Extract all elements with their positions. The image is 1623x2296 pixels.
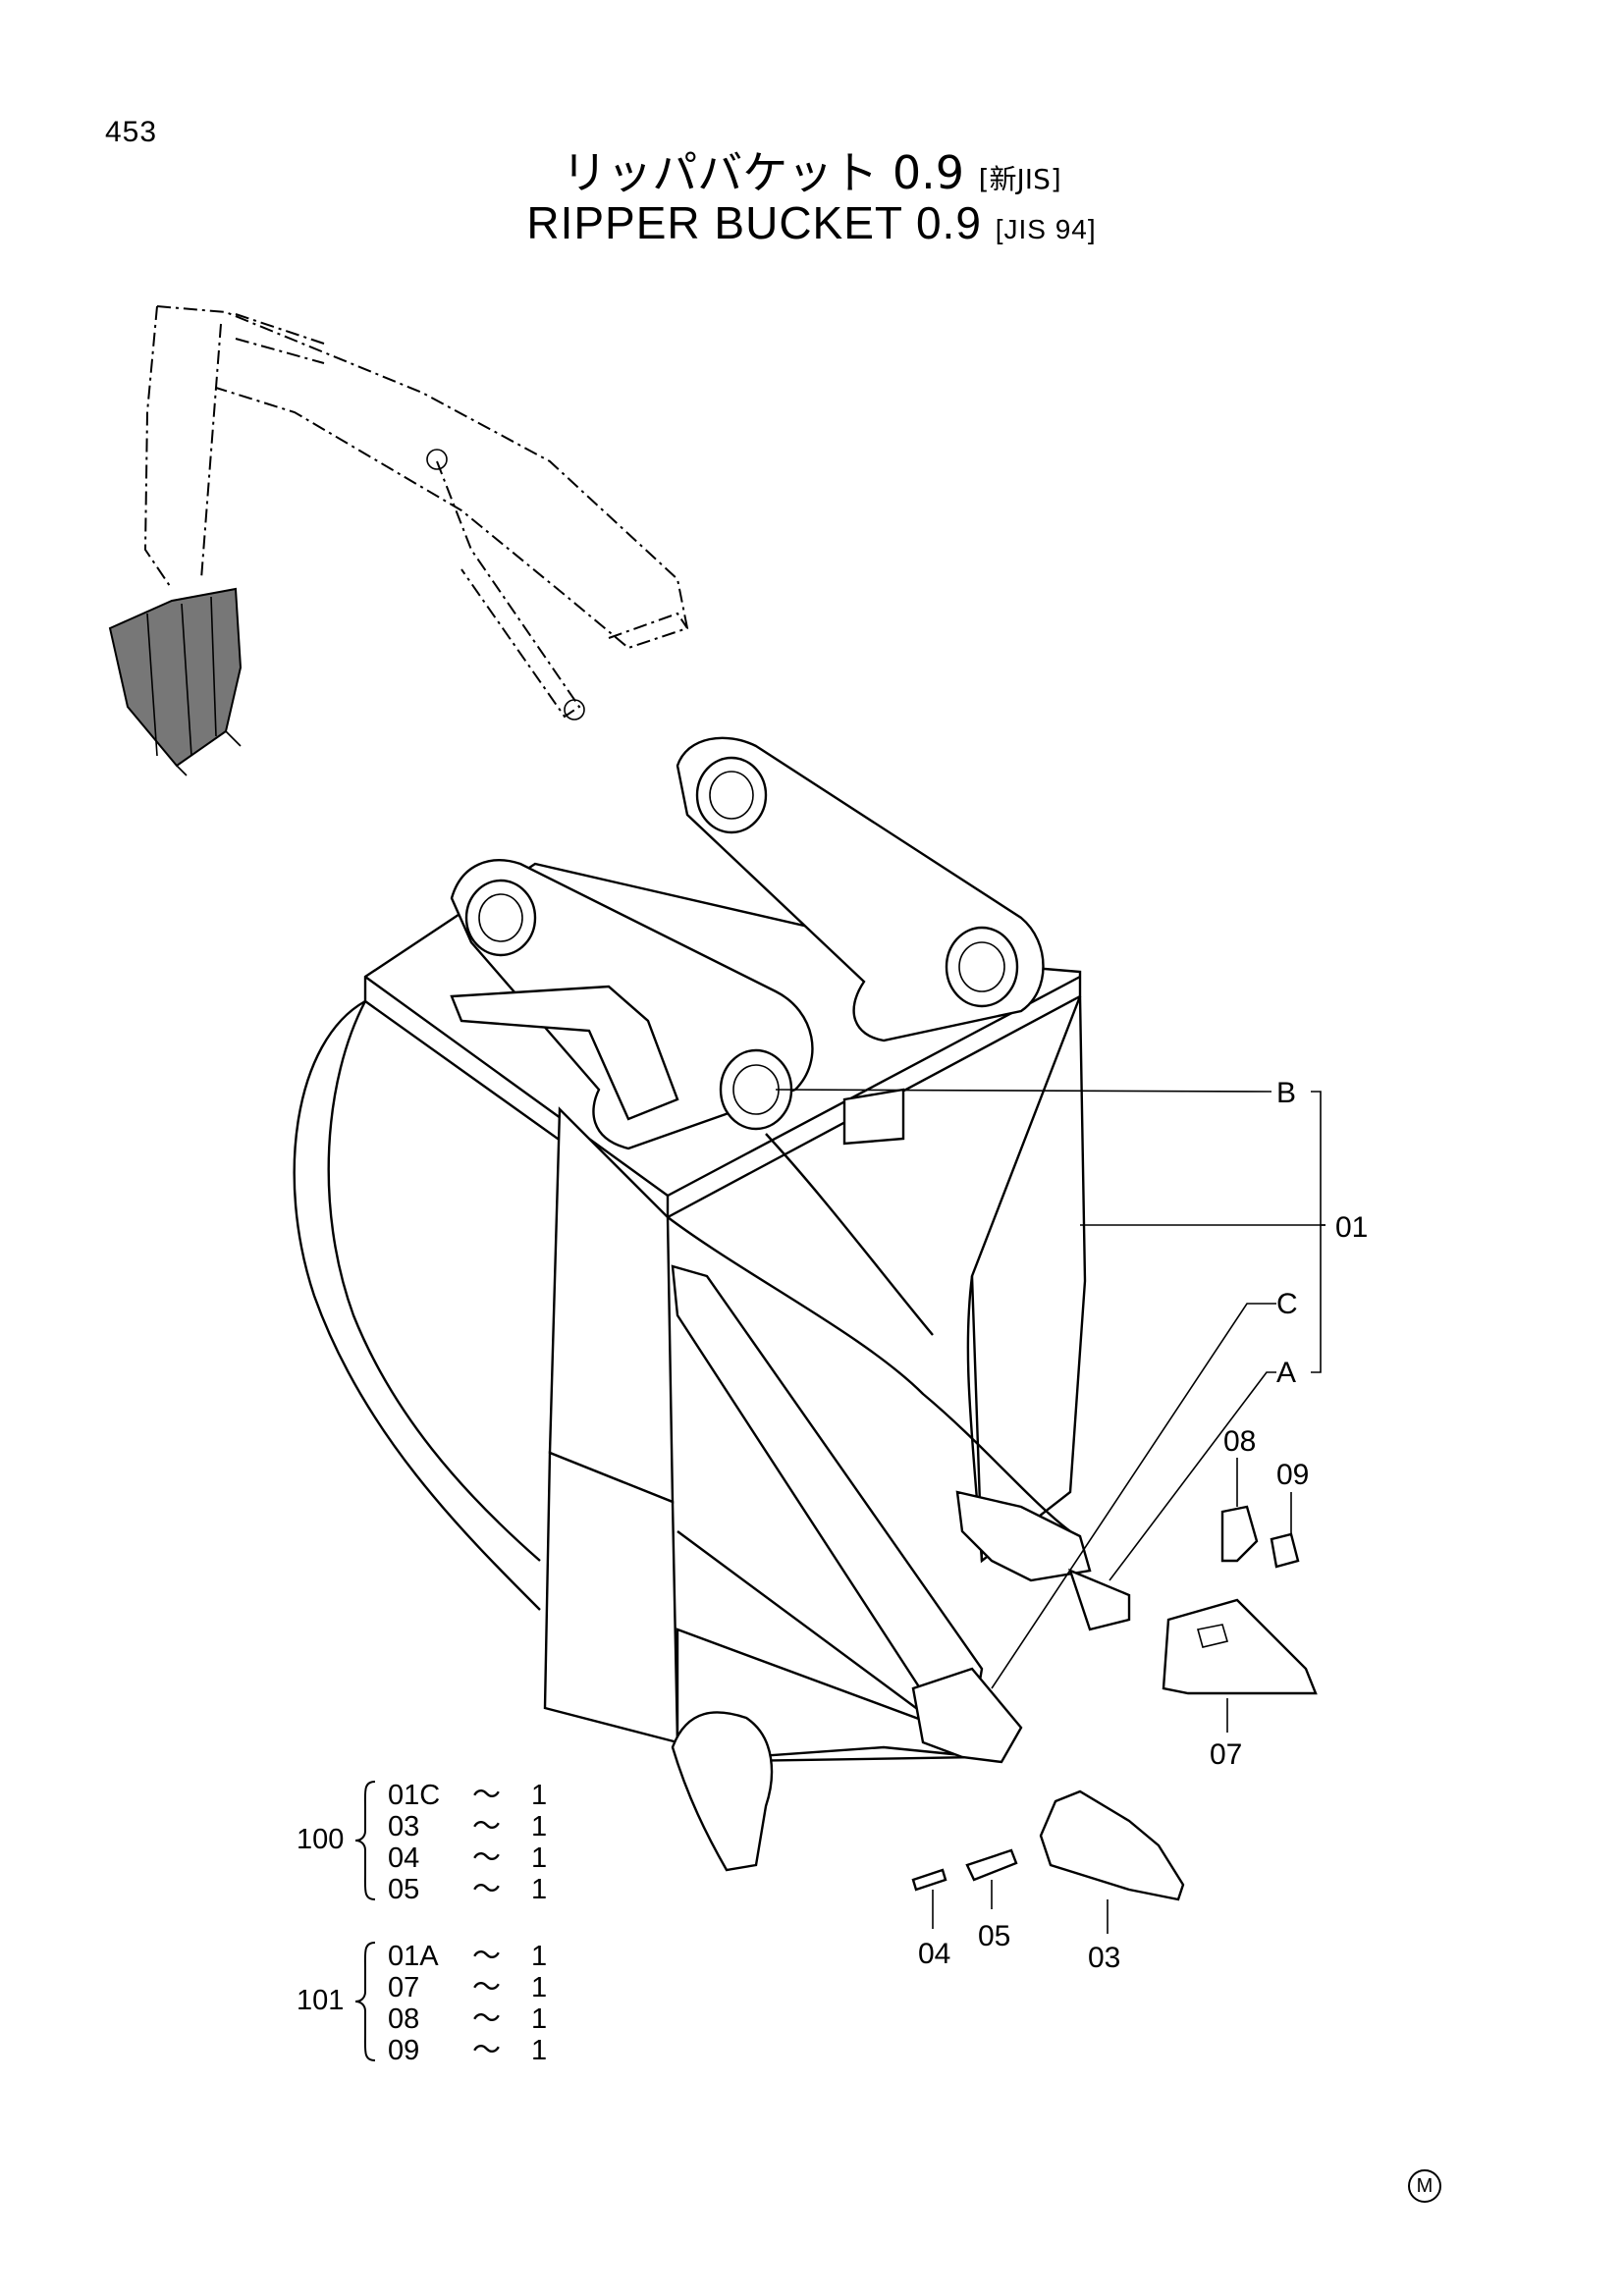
kit-row: 05～1 [388, 1874, 548, 1905]
corner-mark: M [1408, 2169, 1441, 2203]
kit-100-brace [354, 1781, 376, 1900]
title-en-standard: [JIS 94] [995, 214, 1097, 244]
kit-row: 01C～1 [388, 1780, 548, 1811]
callout-A: A [1276, 1357, 1296, 1389]
kit-row: 03～1 [388, 1811, 548, 1842]
title-jp-text: リッパバケット 0.9 [562, 146, 964, 199]
excavator-thumbnail [108, 305, 689, 776]
title-english: RIPPER BUCKET 0.9 [JIS 94] [0, 196, 1623, 249]
kit-row: 07～1 [388, 1972, 548, 2003]
callout-07: 07 [1210, 1738, 1242, 1771]
kit-100-number: 100 [297, 1824, 345, 1855]
title-japanese: リッパバケット 0.9 [新JIS] [0, 137, 1623, 202]
kit-row: 04～1 [388, 1842, 548, 1874]
title-jp-standard: [新JIS] [978, 163, 1061, 195]
ripper-bucket [293, 736, 1131, 1872]
kit-row: 08～1 [388, 2003, 548, 2035]
title-en-text: RIPPER BUCKET 0.9 [526, 197, 982, 248]
callout-05: 05 [978, 1920, 1010, 1952]
callout-B: B [1276, 1077, 1296, 1109]
kit-row: 01A～1 [388, 1941, 548, 1972]
kit-101-list: 01A～1 07～1 08～1 09～1 [388, 1941, 547, 2066]
kit-101-brace [354, 1942, 376, 2061]
callout-03: 03 [1088, 1942, 1120, 1974]
callout-04: 04 [918, 1938, 950, 1970]
exploded-parts [911, 1505, 1318, 1901]
callout-09: 09 [1276, 1459, 1309, 1491]
callout-C: C [1276, 1288, 1298, 1320]
kit-101-number: 101 [297, 1985, 345, 2016]
page-number: 453 [105, 116, 158, 148]
leader-lines [775, 1089, 1325, 1934]
kit-100-list: 01C～1 03～1 04～1 05～1 [388, 1780, 547, 1905]
callout-01: 01 [1335, 1211, 1368, 1244]
callout-08: 08 [1223, 1425, 1256, 1458]
kit-row: 09～1 [388, 2035, 548, 2066]
